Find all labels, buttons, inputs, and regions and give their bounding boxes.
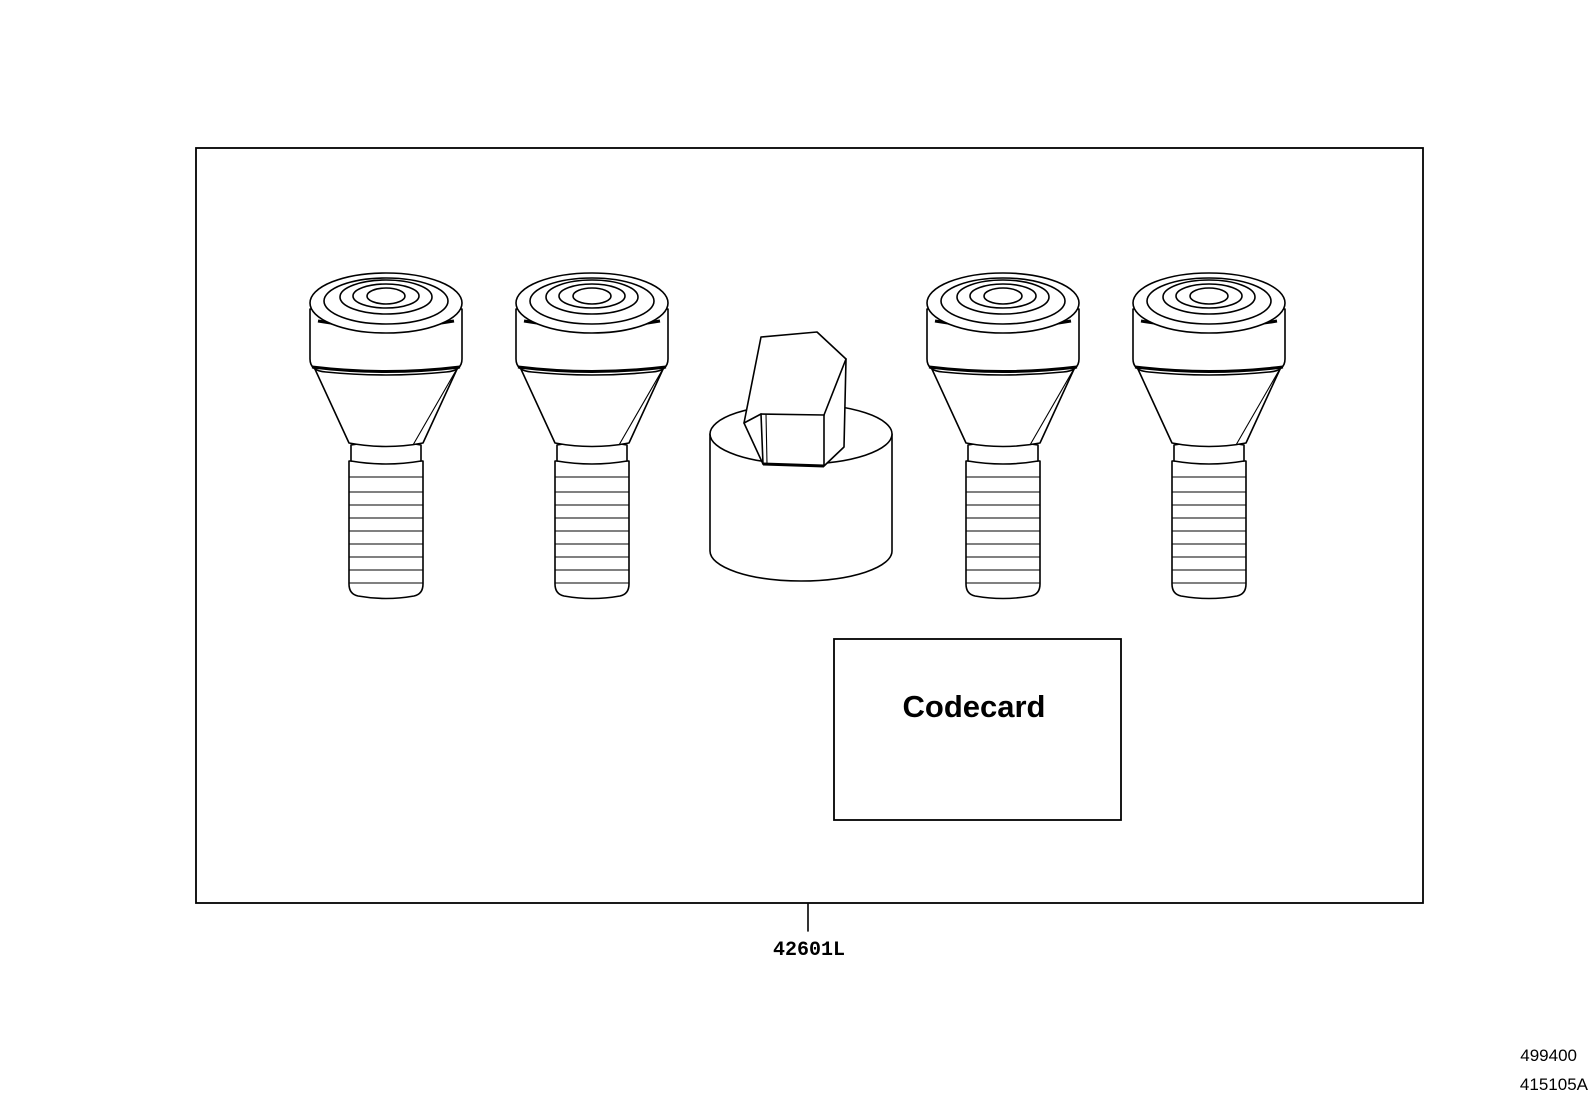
lock-bolt-icon	[1131, 271, 1287, 600]
codecard-label: Codecard	[903, 689, 1046, 724]
kit-frame	[195, 147, 1424, 904]
lock-bolt-icon	[308, 271, 464, 600]
lock-bolt-icon	[925, 271, 1081, 600]
lock-bolt-icon	[514, 271, 670, 600]
part-number-label: 42601L	[773, 939, 845, 962]
codecard-box	[833, 638, 1122, 821]
key-adapter-icon	[708, 330, 894, 583]
diagram-reference: 499400	[1520, 1046, 1577, 1065]
illustration-reference: 415105A	[1520, 1075, 1589, 1094]
